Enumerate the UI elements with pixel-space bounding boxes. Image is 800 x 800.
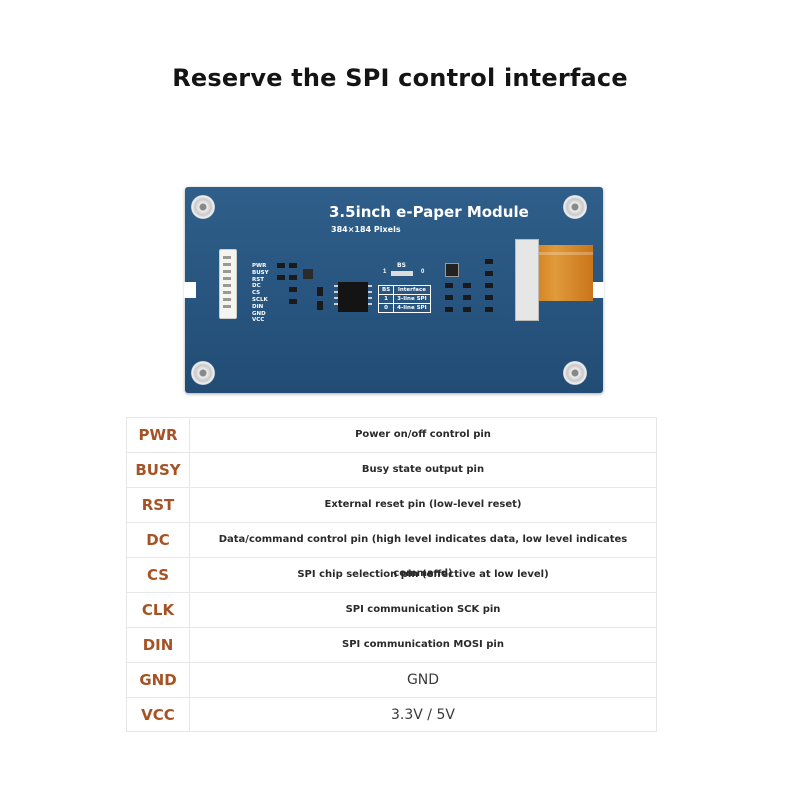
- pin-description: External reset pin (low-level reset): [324, 499, 522, 510]
- smd-component: [317, 287, 323, 296]
- pin-header-connector: [219, 249, 237, 319]
- bs-jumper-pads: [391, 271, 413, 276]
- pin-description-table: PWR Power on/off control pin BUSY Busy s…: [126, 417, 657, 732]
- smd-component: [289, 275, 297, 280]
- board-resolution: 384×184 Pixels: [331, 225, 401, 234]
- board-pin-label: RST: [252, 276, 264, 283]
- board-notch-left: [184, 282, 196, 298]
- bs-table-cell: 3-line SPI: [393, 294, 431, 304]
- pin-name: BUSY: [127, 453, 190, 487]
- table-row: DC Data/command control pin (high level …: [127, 523, 656, 579]
- table-row: DIN SPI communication MOSI pin: [127, 628, 656, 663]
- bs-table-cell: 0: [377, 303, 395, 313]
- smd-component: [445, 283, 453, 288]
- bs-table-header: Interface: [393, 285, 431, 295]
- smd-component: [445, 307, 453, 312]
- smd-component: [289, 299, 297, 304]
- smd-ic: [445, 263, 459, 277]
- board-pin-label: DIN: [252, 303, 264, 310]
- bs-zero-label: 0: [421, 269, 425, 275]
- pin-description: SPI communication SCK pin: [345, 604, 501, 615]
- board-pin-label: CS: [252, 290, 261, 297]
- pin-description: SPI chip selection pin (effective at low…: [297, 569, 549, 580]
- smd-component: [277, 275, 285, 280]
- smd-component: [485, 295, 493, 300]
- table-row: RST External reset pin (low-level reset): [127, 488, 656, 523]
- smd-transistor: [303, 269, 313, 279]
- smd-component: [289, 263, 297, 268]
- board-title: 3.5inch e-Paper Module: [329, 203, 529, 221]
- smd-component: [463, 283, 471, 288]
- smd-component: [485, 307, 493, 312]
- board-pin-label: DC: [252, 283, 261, 290]
- smd-component: [289, 287, 297, 292]
- smd-component: [485, 283, 493, 288]
- smd-component: [463, 307, 471, 312]
- board-pin-label: PWR: [252, 263, 267, 269]
- pin-name: PWR: [127, 418, 190, 452]
- table-row: PWR Power on/off control pin: [127, 418, 656, 453]
- pin-description: GND: [406, 672, 440, 688]
- board-pin-label: SCLK: [252, 296, 268, 303]
- table-row: VCC 3.3V / 5V: [127, 698, 656, 732]
- table-row: CLK SPI communication SCK pin: [127, 593, 656, 628]
- pin-name: VCC: [127, 698, 190, 732]
- bs-one-label: 1: [383, 269, 387, 275]
- fpc-ribbon-stripe: [535, 252, 593, 255]
- smd-component: [317, 301, 323, 310]
- pin-name: CLK: [127, 593, 190, 627]
- pin-description: Data/command control pin (high level ind…: [218, 534, 628, 579]
- pin-name: GND: [127, 663, 190, 697]
- fpc-ribbon-cable: [535, 245, 593, 301]
- mounting-hole-icon: [563, 361, 587, 385]
- mounting-hole-icon: [191, 361, 215, 385]
- smd-component: [485, 271, 493, 276]
- mounting-hole-icon: [191, 195, 215, 219]
- bs-table-cell: 4-line SPI: [393, 303, 431, 313]
- board-notch-right: [592, 282, 604, 298]
- table-row: BUSY Busy state output pin: [127, 453, 656, 488]
- smd-component: [463, 295, 471, 300]
- pin-description: 3.3V / 5V: [391, 707, 455, 723]
- board-pin-label: GND: [252, 310, 266, 317]
- board-pin-label: BUSY: [252, 269, 269, 276]
- pin-name: RST: [127, 488, 190, 522]
- table-row: GND GND: [127, 663, 656, 698]
- mounting-hole-icon: [563, 195, 587, 219]
- bs-table-header: BS: [377, 285, 395, 295]
- page-title: Reserve the SPI control interface: [172, 64, 628, 92]
- bs-table-cell: 1: [377, 294, 395, 304]
- pin-name: DIN: [127, 628, 190, 662]
- level-shifter-chip: [334, 282, 372, 312]
- table-row: CS SPI chip selection pin (effective at …: [127, 558, 656, 593]
- smd-component: [277, 263, 285, 268]
- bs-interface-table: BS Interface 1 3-line SPI 0 4-line SPI: [377, 285, 431, 313]
- pin-description: Power on/off control pin: [355, 429, 491, 440]
- smd-component: [445, 295, 453, 300]
- pin-description: SPI communication MOSI pin: [342, 639, 504, 650]
- board-pin-label: VCC: [252, 317, 265, 324]
- bs-switch-label: BS: [397, 262, 406, 269]
- fpc-connector: [515, 239, 539, 321]
- board-pin-labels: PWR BUSY RST DC CS SCLK DIN GND VCC: [252, 263, 269, 324]
- smd-component: [485, 259, 493, 264]
- epaper-module-board: 3.5inch e-Paper Module 384×184 Pixels PW…: [184, 187, 604, 393]
- pin-description: Busy state output pin: [361, 464, 485, 475]
- pin-name: CS: [127, 558, 190, 592]
- pin-name: DC: [127, 523, 190, 557]
